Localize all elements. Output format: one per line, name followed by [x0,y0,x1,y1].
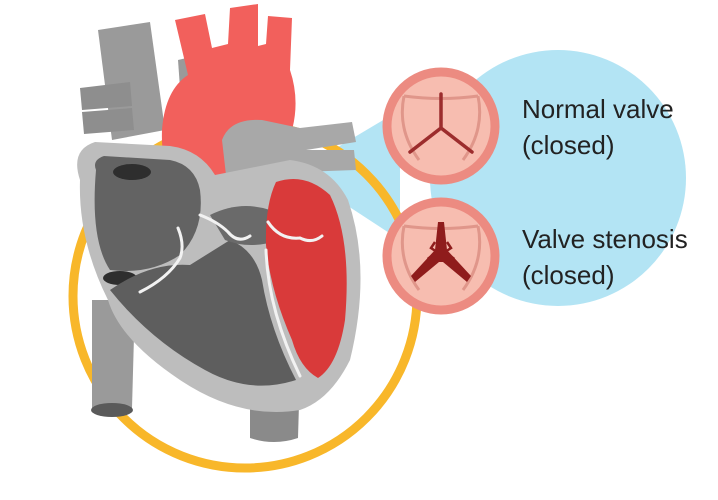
normal-valve-label-line-2: (closed) [522,130,614,160]
heart-illustration [77,4,361,442]
valve-lines [138,213,324,378]
stenosis-valve [382,197,500,315]
normal-valve-label: Normal valve (closed) [522,94,674,160]
stenosis-valve-label: Valve stenosis (closed) [522,224,688,290]
normal-valve [382,67,500,185]
pulmonary-vein-left-upper [80,82,132,110]
left-atrium [210,206,280,245]
ivc-opening [91,403,133,417]
right-atrium [94,156,201,271]
stenosis-jagged [426,241,456,264]
stenosis-opening [411,222,471,282]
normal-valve-label-line-1: Normal valve [522,94,674,124]
stenosis-valve-label-line-1: Valve stenosis [522,224,688,254]
svc-opening [113,164,151,180]
stenosis-valve-label-line-2: (closed) [522,260,614,290]
callout-wedge [296,110,400,240]
pulmonary-vein-left-lower [82,108,134,134]
right-ventricle [110,240,296,386]
normal-valve-closure [408,92,474,154]
left-ventricle [265,178,347,378]
